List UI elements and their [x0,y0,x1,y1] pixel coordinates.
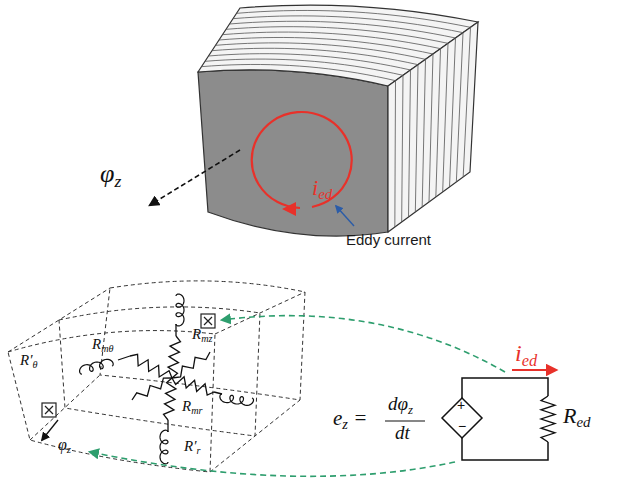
polarity-sign: − [458,419,466,434]
dependent-source [442,398,482,438]
polarity-sign: + [457,398,465,413]
eddy-arrowhead [282,202,296,216]
fraction-bar [385,420,425,421]
pointer-arrow [336,206,354,226]
link-arrow [222,316,505,372]
lamination-lines [202,10,471,227]
reluctance-network [80,294,254,464]
symbol-label: ez = [333,407,367,433]
symbol-label: ied [515,340,537,370]
link-arrow [90,452,455,476]
symbol-label: φz [58,436,71,456]
flux-coil-box [42,314,215,417]
symbol-label: R′r [184,438,200,456]
core-side-face [388,22,478,232]
symbol-label: Rmr [182,398,203,416]
core-front-face [198,70,388,236]
symbol-label: Rmz [192,326,213,344]
symbol-label: φz [100,160,121,192]
symbol-label: Rmθ [92,336,114,354]
flux-arrow [150,150,240,205]
annotation: Eddy current [346,232,431,249]
resistor-symbol [541,396,555,442]
flux-arrow [42,420,58,440]
symbol-label: dφz [388,394,413,417]
wireframe-sector [8,281,305,472]
symbol-label: dt [395,423,410,444]
symbol-label: Red [563,404,591,431]
symbol-label: ied [312,176,332,203]
symbol-label: R′θ [20,352,37,370]
eddy-loop [252,112,352,208]
